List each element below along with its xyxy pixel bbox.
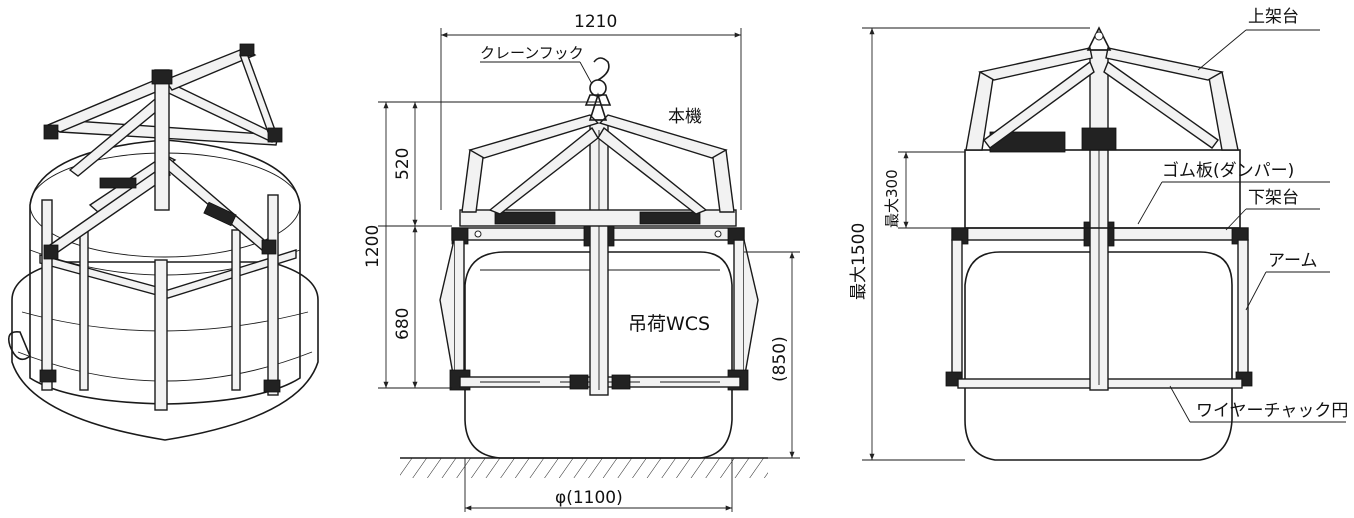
dim-total-height: 1200: [363, 225, 383, 268]
dim-diameter: φ(1100): [555, 488, 623, 508]
side-view: 最大1500 最大300 上架台 ゴム板(ダンパー) 下架台 アーム ワイヤーチ…: [849, 7, 1348, 461]
front-view: 1210 1200 520 680 (850) φ(1100) クレーンフック …: [363, 12, 800, 512]
label-rubber-plate: ゴム板(ダンパー): [1162, 160, 1294, 181]
ground-hatch: [400, 458, 768, 478]
label-main-unit: 本機: [668, 107, 702, 127]
label-arm: アーム: [1268, 251, 1317, 271]
label-upper-frame: 上架台: [1248, 7, 1299, 27]
label-crane-hook: クレーンフック: [480, 44, 584, 62]
dim-upper-height: 520: [393, 148, 413, 180]
crane-hook: [588, 92, 608, 121]
dim-max-total: 最大1500: [849, 223, 869, 300]
dim-load-height: (850): [770, 336, 790, 382]
load-container: [464, 251, 733, 459]
label-wire-chuck: ワイヤーチャック円: [1196, 401, 1348, 421]
dim-max-damper: 最大300: [883, 169, 901, 228]
dim-lower-height: 680: [393, 308, 413, 340]
dim-width: 1210: [574, 12, 617, 32]
label-load: 吊荷WCS: [628, 313, 710, 335]
isometric-view: [7, 43, 319, 441]
label-lower-frame: 下架台: [1248, 188, 1299, 208]
